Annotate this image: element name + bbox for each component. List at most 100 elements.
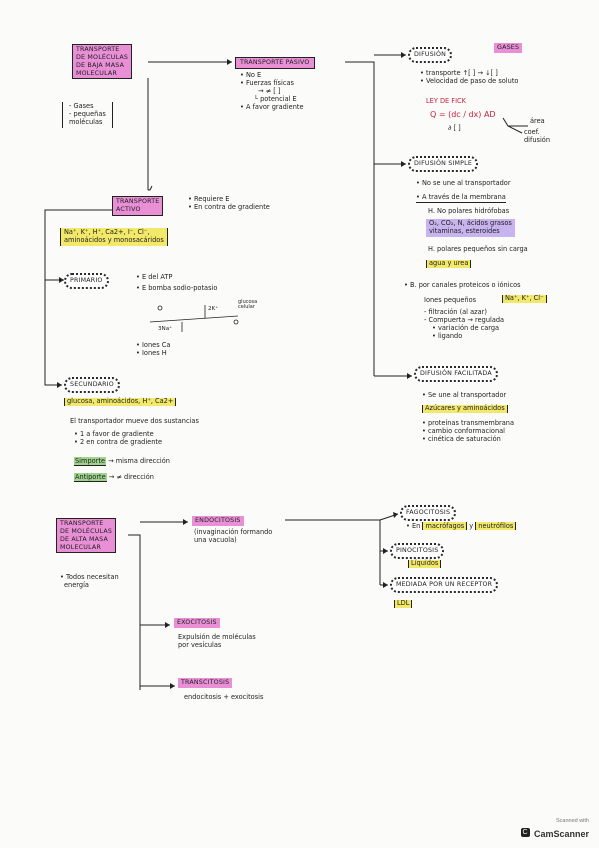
antiporte-text: → ≠ dirección: [108, 473, 154, 481]
sec1-title-line: DE BAJA MASA: [76, 61, 125, 69]
fick-formula: Q = (dc / dx) AD: [430, 110, 496, 119]
exo-text-line: Expulsión de moléculas: [178, 633, 256, 641]
connector-to-activo: [148, 185, 153, 191]
simple-l1: • No se une al transportador: [416, 179, 511, 187]
simporte-label: Simporte: [74, 457, 107, 466]
pump-label-cell: glucosa celular: [238, 299, 258, 310]
fago-box-macrofagos: macrófagos: [422, 522, 468, 530]
simple-np-item: O₂, CO₂, N, ácidos grasos: [429, 219, 512, 227]
pasivo-note: • No E: [240, 71, 262, 79]
connector-sec2-trunk: [128, 534, 141, 690]
simple-np-box: O₂, CO₂, N, ácidos grasos vitaminas, est…: [426, 219, 515, 237]
difusion-lines: • transporte ↑[ ] → ↓[ ] • Velocidad de …: [420, 69, 519, 86]
difusion-title: DIFUSIÓN: [408, 47, 453, 63]
fick-coef-label: coef. difusión: [524, 128, 550, 144]
facilitada-items: • proteínas transmembrana • cambio confo…: [422, 419, 514, 444]
connector-pasivo-trunk: [345, 61, 375, 376]
pasivo-note: • A favor gradiente: [240, 102, 304, 111]
sec1-bullet: moléculas: [69, 117, 103, 126]
facilitada-box: Azúcares y aminoácidos: [422, 404, 508, 413]
secundario-box: glucosa, aminoácidos, H⁺, Ca2+: [64, 397, 177, 406]
pasivo-note: └ potencial E: [254, 94, 297, 103]
fago-prefix: • En: [406, 522, 421, 530]
endo-text: (invaginación formando una vacuola): [194, 528, 273, 545]
endo-title: ENDOCITOSIS: [192, 516, 244, 526]
watermark-brand-text: CamScanner: [533, 829, 589, 839]
secundario-text: El transportador mueve dos sustancias: [70, 417, 199, 425]
simporte-text: → misma dirección: [108, 457, 170, 465]
sec2-note-line: energía: [64, 580, 89, 589]
sec2-title-line: DE ALTA MASA: [60, 535, 109, 543]
fago-row: • En macrófagos y neutrófilos: [406, 522, 517, 531]
sec2-title: TRANSPORTE DE MOLÉCULAS DE ALTA MASA MOL…: [56, 518, 117, 554]
sec1-title-line: MOLECULAR: [76, 69, 118, 77]
antiporte-row: Antiporte → ≠ dirección: [74, 473, 154, 482]
sec2-title-line: TRANSPORTE: [60, 520, 104, 527]
simple-np-item: vitaminas, esteroides: [429, 226, 500, 235]
sec1-title: TRANSPORTE DE MOLÉCULAS DE BAJA MASA MOL…: [72, 44, 133, 80]
simple-canal-item: - filtración (al azar): [424, 308, 487, 316]
pump-label-na: 3Na⁺: [158, 326, 173, 332]
simple-l2: • A través de la membrana: [416, 193, 506, 203]
facilitada-item: • cinética de saturación: [422, 434, 501, 443]
connector-activo-trunk: [44, 209, 112, 386]
fick-law-label: LEY DE FICK: [426, 97, 466, 105]
trans-title: TRANSCITOSIS: [178, 678, 233, 688]
simple-canal-item: - Compuerta → regulada: [424, 315, 505, 324]
sec2-title-line: DE MOLÉCULAS: [60, 527, 113, 535]
difusion-line: • Velocidad de paso de soluto: [420, 76, 519, 85]
activo-box-line: aminoácidos y monosacáridos: [64, 235, 164, 244]
sodium-potassium-pump-diagram: [149, 305, 239, 332]
fick-area-label: área: [530, 117, 545, 125]
fago-title: FAGOCITOSIS: [400, 505, 457, 521]
activo-note: • En contra de gradiente: [188, 202, 270, 211]
activo-title-line: ACTIVO: [116, 205, 141, 213]
camscanner-logo-icon: C: [520, 828, 530, 838]
sec1-title-line: DE MOLÉCULAS: [76, 53, 129, 61]
primario-notes: • E del ATP • E bomba sodio-potasio: [136, 273, 218, 293]
pasivo-notes: • No E • Fuerzas físicas → ≠ [ ] └ poten…: [240, 71, 304, 112]
difusion-line: • transporte ↑[ ] → ↓[ ]: [420, 69, 498, 77]
activo-note: • Requiere E: [188, 195, 230, 203]
pasivo-note: • Fuerzas físicas: [240, 78, 294, 87]
facilitada-item: • cambio conformacional: [422, 426, 506, 435]
endo-text-line: una vacuola): [194, 535, 237, 544]
sec1-title-line: TRANSPORTE: [76, 46, 120, 53]
activo-title-line: TRANSPORTE: [116, 198, 160, 205]
primario-note: • E bomba sodio-potasio: [136, 283, 218, 292]
sec1-bullets: - Gases - pequeñas moléculas: [62, 102, 113, 128]
trans-text: endocitosis + exocitosis: [184, 693, 264, 701]
simple-canal-label: • B. por canales proteicos o iónicos: [404, 281, 521, 289]
fick-formula-sub: ∂ [ ]: [448, 124, 461, 132]
watermark-brand: C CamScanner: [520, 824, 589, 842]
primario-title: PRIMARIO: [64, 273, 109, 289]
secundario-item: • 2 en contra de gradiente: [74, 437, 163, 446]
simporte-row: Simporte → misma dirección: [74, 457, 170, 466]
exo-text: Expulsión de moléculas por vesículas: [178, 633, 256, 650]
simple-np-label: H. No polares hidrófobas: [428, 207, 510, 215]
watermark-small-text: Scanned with: [555, 818, 589, 824]
pasivo-note: → ≠ [ ]: [258, 86, 281, 95]
primario-ion: • Iones Ca: [136, 341, 171, 349]
simple-canal-items: - filtración (al azar) - Compuerta → reg…: [424, 308, 505, 341]
sec2-note: • Todos necesitan energía: [60, 573, 119, 590]
simple-polar-box: agua y urea: [426, 259, 472, 268]
endo-text-line: (invaginación formando: [194, 528, 273, 536]
simple-polar-label: H. polares pequeños sin carga: [428, 245, 528, 253]
simple-canal-item: • variación de carga: [432, 323, 500, 332]
secundario-items: • 1 a favor de gradiente • 2 en contra d…: [74, 430, 163, 447]
fago-box-neutrofilos: neutrófilos: [475, 522, 517, 530]
receptor-box: LDL: [394, 599, 413, 608]
pump-label-k: 2K⁺: [208, 306, 219, 312]
connector-endo-trunk: [285, 519, 381, 585]
activo-box-line: Na⁺, K⁺, H⁺, Ca2+, I⁻, Cl⁻,: [64, 228, 150, 236]
sec1-bullet: - pequeñas: [69, 109, 106, 118]
antiporte-label: Antiporte: [74, 473, 107, 482]
secundario-item: • 1 a favor de gradiente: [74, 430, 154, 438]
secundario-title: SECUNDARIO: [64, 377, 120, 393]
pasivo-title: TRANSPORTE PASIVO: [235, 57, 315, 69]
camscanner-watermark: Scanned with C CamScanner: [520, 818, 589, 842]
primario-note: • E del ATP: [136, 273, 173, 281]
simple-canal-item: • ligando: [432, 331, 463, 340]
sec2-note-line: • Todos necesitan: [60, 573, 119, 581]
